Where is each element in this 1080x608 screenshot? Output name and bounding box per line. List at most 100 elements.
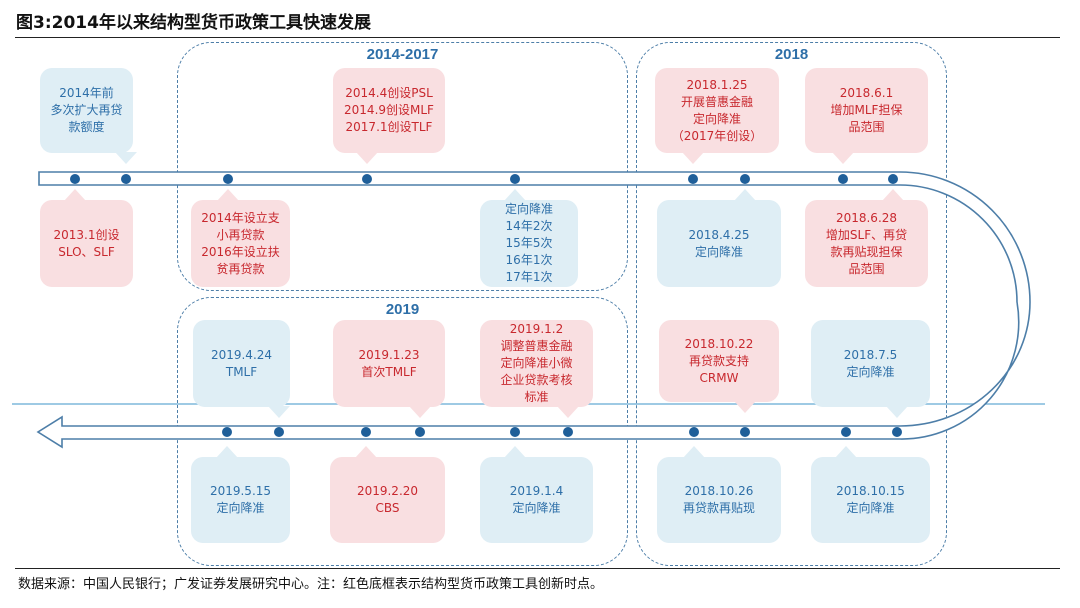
callout-pointer: [557, 406, 579, 418]
group-2014-2017: 2014-2017: [177, 42, 628, 291]
footer-rule: [15, 568, 1060, 569]
event-text-line: SLO、SLF: [58, 244, 115, 259]
event-text-line: 小再贷款: [216, 227, 265, 242]
callout-pointer: [409, 406, 431, 418]
event-box: 2018.10.15 定向降准: [811, 457, 930, 543]
event-text-line: 2019.1.2: [509, 322, 564, 336]
event-text-line: TMLF: [225, 364, 258, 379]
event-text-line: （2017年创设）: [671, 128, 763, 143]
event-text-line: 15年5次: [505, 236, 553, 250]
event-text-line: 2018.6.1: [839, 86, 894, 100]
callout-pointer: [268, 406, 290, 418]
innovation-event-box: 2013.1创设 SLO、SLF: [40, 200, 133, 287]
event-text-line: 17年1次: [505, 270, 553, 284]
innovation-event-box: 2018.10.22 再贷款支持 CRMW: [659, 320, 779, 402]
timeline-dot: [274, 427, 284, 437]
innovation-event-box: 2014.4创设PSL 2014.9创设MLF 2017.1创设TLF: [333, 68, 445, 153]
event-text-line: 2018.7.5: [843, 347, 898, 362]
event-text-line: 2014年设立支: [201, 210, 280, 225]
callout-pointer: [356, 152, 378, 164]
event-text-line: 2014年前: [59, 86, 114, 100]
source-note: 数据来源：中国人民银行；广发证券发展研究中心。注：红色底框表示结构型货币政策工具…: [18, 577, 604, 592]
event-text-line: 款额度: [68, 120, 105, 134]
callout-pointer: [682, 152, 704, 164]
event-text-line: 贫再贷款: [216, 261, 265, 276]
timeline-dot: [70, 174, 80, 184]
timeline-dot: [740, 427, 750, 437]
timeline-dot: [362, 174, 372, 184]
event-text-line: 定向降准小微: [500, 356, 573, 370]
timeline-dot: [223, 174, 233, 184]
event-text-line: 2016年设立扶: [201, 244, 280, 259]
timeline-dots: [70, 174, 902, 437]
event-text-line: 增加MLF担保: [830, 103, 903, 117]
event-text-line: 2018.10.22: [684, 336, 754, 351]
timeline-dot: [121, 174, 131, 184]
timeline-dot: [510, 427, 520, 437]
timeline-dot: [361, 427, 371, 437]
event-text-line: 定向降准: [846, 501, 895, 515]
event-text-line: 2014.9创设MLF: [344, 103, 434, 117]
event-text-line: 14年2次: [505, 219, 553, 233]
event-text-line: 2018.6.28: [835, 210, 898, 225]
timeline-dot: [740, 174, 750, 184]
callout-pointer: [882, 189, 904, 201]
event-text-line: 调整普惠金融: [500, 339, 573, 353]
event-text-line: 品范围: [848, 261, 885, 276]
group-label: 2019: [385, 301, 420, 318]
event-text-line: 2013.1创设: [53, 227, 120, 242]
callout-pointer: [216, 446, 238, 458]
callout-pointer: [355, 446, 377, 458]
title-rule: [15, 37, 1060, 38]
track-outer: [36, 171, 1031, 449]
event-text-line: CRMW: [699, 370, 739, 385]
innovation-event-box: 2018.6.28 增加SLF、再贷款再贴现担保品范围: [805, 200, 928, 287]
event-text-line: 定向降准: [692, 111, 741, 126]
group-label: 2018: [774, 46, 809, 63]
event-text-line: 2018.10.26: [684, 484, 754, 498]
group-label: 2014-2017: [366, 46, 439, 63]
timeline-dot: [688, 174, 698, 184]
innovation-event-box: 2014年设立支小再贷款 2016年设立扶贫再贷款: [191, 200, 290, 287]
callout-pointer: [835, 446, 857, 458]
timeline-dot: [888, 174, 898, 184]
event-text-line: 2019.4.24: [210, 347, 273, 362]
timeline-dot: [841, 427, 851, 437]
timeline-dot: [689, 427, 699, 437]
callout-pointer: [886, 406, 908, 418]
event-text-line: 定向降准: [846, 364, 895, 379]
event-text-line: 款再贴现担保: [830, 244, 903, 259]
event-text-line: CBS: [375, 501, 400, 515]
callout-pointer: [64, 189, 86, 201]
event-text-line: 2019.2.20: [356, 484, 419, 498]
event-text-line: 2019.1.23: [358, 347, 420, 362]
event-text-line: 增加SLF、再贷: [825, 227, 908, 242]
event-text-line: 2017.1创设TLF: [345, 120, 433, 134]
event-text-line: 2018.10.15: [836, 484, 905, 498]
event-text-line: 2019.5.15: [209, 484, 272, 498]
event-text-line: 企业贷款考核: [500, 373, 573, 387]
event-text-line: 2014.4创设PSL: [345, 86, 433, 100]
callout-pointer: [504, 189, 526, 201]
group-2018: 2018: [636, 42, 947, 566]
event-text-line: 定向降准: [216, 501, 265, 515]
timeline-dot: [892, 427, 902, 437]
callout-pointer: [115, 152, 137, 164]
event-box: 2014年前多次扩大再贷款额度: [40, 68, 133, 153]
event-text-line: 再贷款支持: [688, 353, 749, 368]
timeline-dot: [563, 427, 573, 437]
event-text-line: 多次扩大再贷: [50, 103, 123, 117]
event-text-line: 2018.4.25: [688, 227, 750, 242]
callout-pointer: [734, 189, 756, 201]
event-text-line: 2018.1.25: [686, 77, 748, 92]
